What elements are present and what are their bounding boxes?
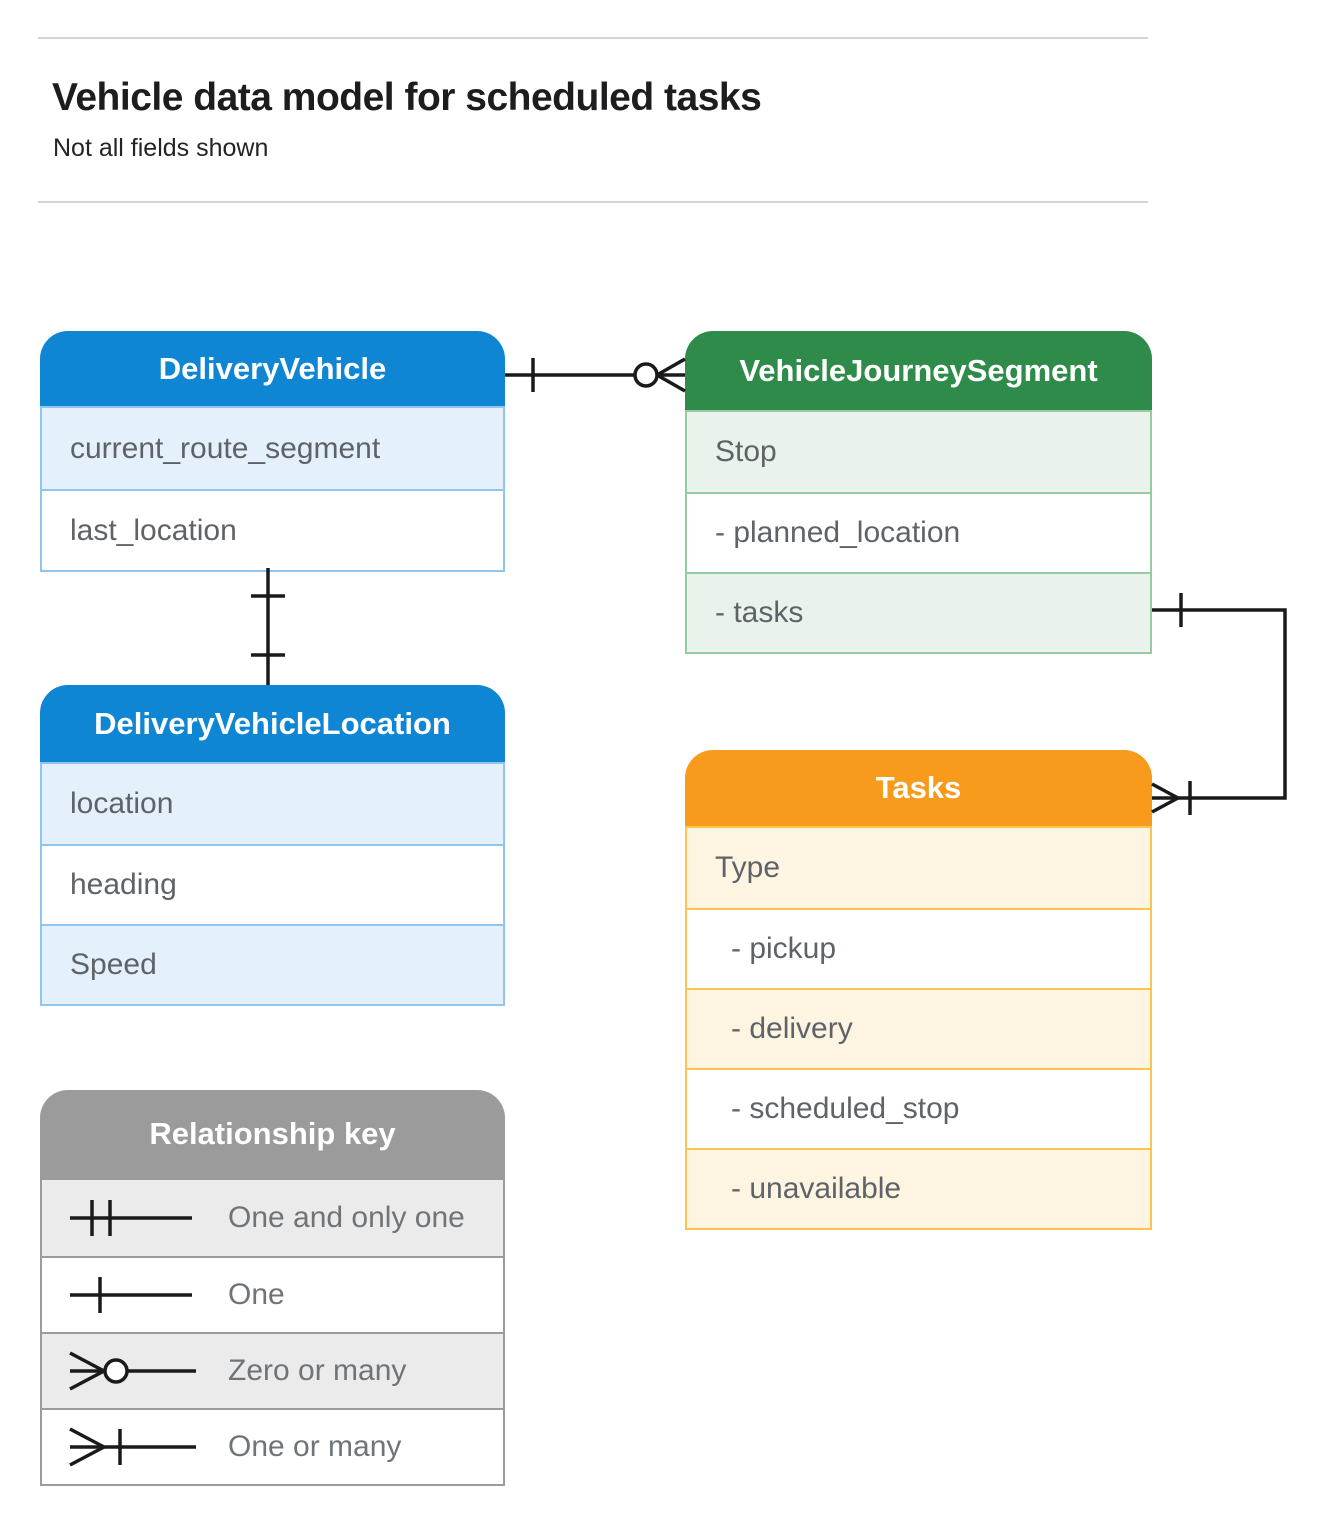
entity-delivery-vehicle-title: DeliveryVehicle bbox=[40, 331, 505, 406]
entity-vehicle-journey-segment-rows: Stop - planned_location - tasks bbox=[685, 410, 1152, 654]
field-pickup: - pickup bbox=[687, 908, 1150, 988]
field-unavailable: - unavailable bbox=[687, 1148, 1150, 1228]
entity-delivery-vehicle-location-rows: location heading Speed bbox=[40, 762, 505, 1006]
entity-vehicle-journey-segment: VehicleJourneySegment Stop - planned_loc… bbox=[685, 331, 1152, 654]
entity-tasks-title: Tasks bbox=[685, 750, 1152, 826]
entity-vehicle-journey-segment-title: VehicleJourneySegment bbox=[685, 331, 1152, 410]
field-delivery: - delivery bbox=[687, 988, 1150, 1068]
field-current-route-segment: current_route_segment bbox=[42, 408, 503, 489]
relationship-key-title: Relationship key bbox=[40, 1090, 505, 1178]
connector-vehiclejourneysegment-tasks bbox=[1151, 593, 1287, 815]
field-tasks: - tasks bbox=[687, 572, 1150, 652]
field-speed: Speed bbox=[42, 924, 503, 1004]
entity-tasks-rows: Type - pickup - delivery - scheduled_sto… bbox=[685, 826, 1152, 1230]
one-or-many-icon bbox=[69, 1427, 196, 1467]
top-divider bbox=[38, 37, 1148, 39]
connector-deliveryvehicle-deliveryvehiclelocation bbox=[251, 568, 285, 685]
entity-tasks: Tasks Type - pickup - delivery - schedul… bbox=[685, 750, 1152, 1230]
page-subtitle: Not all fields shown bbox=[53, 134, 269, 162]
relationship-key-rows: One and only one One Zero or many bbox=[40, 1178, 505, 1486]
relationship-key: Relationship key One and only one One bbox=[40, 1090, 505, 1486]
page-title: Vehicle data model for scheduled tasks bbox=[52, 76, 762, 119]
entity-delivery-vehicle-location: DeliveryVehicleLocation location heading… bbox=[40, 685, 505, 1006]
field-heading: heading bbox=[42, 844, 503, 924]
field-stop: Stop bbox=[687, 412, 1150, 492]
key-label: One bbox=[228, 1278, 285, 1311]
zero-or-many-icon bbox=[69, 1351, 196, 1391]
key-row-zero-or-many: Zero or many bbox=[42, 1332, 503, 1408]
field-scheduled-stop: - scheduled_stop bbox=[687, 1068, 1150, 1148]
field-type: Type bbox=[687, 828, 1150, 908]
one-and-only-one-icon bbox=[70, 1200, 192, 1236]
key-row-one-or-many: One or many bbox=[42, 1408, 503, 1484]
field-last-location: last_location bbox=[42, 489, 503, 570]
entity-delivery-vehicle: DeliveryVehicle current_route_segment la… bbox=[40, 331, 505, 572]
entity-delivery-vehicle-location-title: DeliveryVehicleLocation bbox=[40, 685, 505, 762]
key-label: One or many bbox=[228, 1430, 402, 1463]
key-row-one: One bbox=[42, 1256, 503, 1332]
key-label: Zero or many bbox=[228, 1354, 407, 1387]
entity-delivery-vehicle-rows: current_route_segment last_location bbox=[40, 406, 505, 572]
key-row-one-and-only-one: One and only one bbox=[42, 1180, 503, 1256]
title-divider bbox=[38, 201, 1148, 203]
connector-deliveryvehicle-vehiclejourneysegment bbox=[505, 357, 686, 393]
key-label: One and only one bbox=[228, 1201, 465, 1234]
field-location: location bbox=[42, 764, 503, 844]
field-planned-location: - planned_location bbox=[687, 492, 1150, 572]
one-icon bbox=[70, 1277, 192, 1313]
